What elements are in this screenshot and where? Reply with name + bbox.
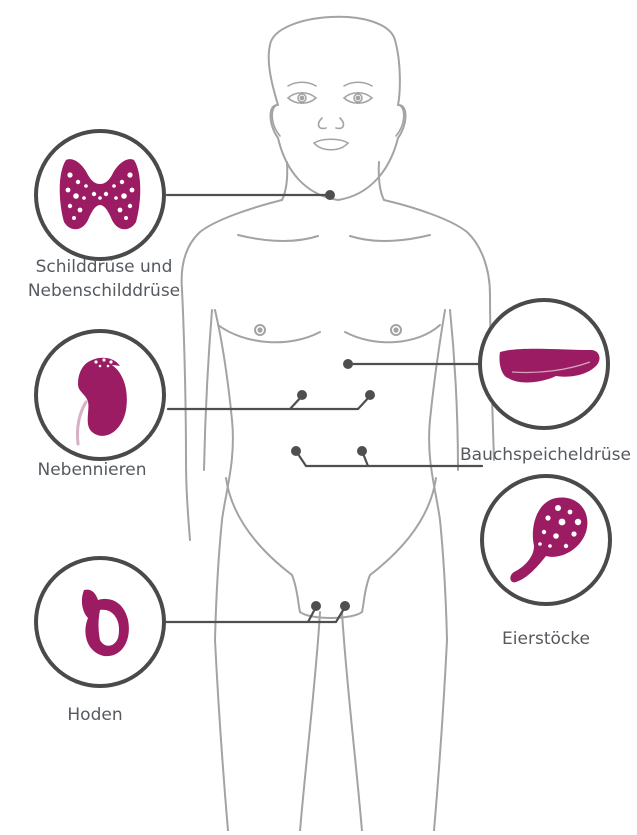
right-outer-leg <box>434 640 447 831</box>
crotch <box>300 612 362 618</box>
ovary-right-dot <box>357 446 367 456</box>
left-clavicle <box>238 235 318 241</box>
right-inner-leg <box>342 612 362 831</box>
left-hip <box>226 478 300 612</box>
left-outer-leg <box>215 640 228 831</box>
face <box>272 82 404 150</box>
left-pupil <box>300 96 303 99</box>
right-pupil <box>356 96 359 99</box>
right-eyebrow <box>344 82 372 86</box>
ovary-left-dot <box>291 446 301 456</box>
thyroid-dot <box>325 190 335 200</box>
left-torso <box>215 310 233 640</box>
mouth-upper <box>314 139 348 143</box>
adrenal-callout <box>36 331 164 459</box>
left-shoulder-arm <box>182 200 282 540</box>
adrenal-left-dot <box>297 390 307 400</box>
left-inner-leg <box>300 612 320 831</box>
pancreas-dot <box>343 359 353 369</box>
testis-left-dot <box>311 601 321 611</box>
testes-callout <box>36 558 164 686</box>
left-inner-arm <box>204 310 212 470</box>
adrenal-pointer-line <box>168 396 370 409</box>
right-nipple-inner <box>394 328 397 331</box>
mouth-lower <box>314 143 348 150</box>
ovaries-label: Eierstöcke <box>495 627 597 651</box>
thyroid-label-line1: Schilddrüse und <box>14 255 194 279</box>
pointer-dots <box>291 190 375 611</box>
thyroid-callout <box>36 131 164 259</box>
testes-label: Hoden <box>55 703 135 727</box>
thyroid-label: Schilddrüse und Nebenschilddrüse <box>14 255 194 303</box>
adrenal-label: Nebennieren <box>30 458 154 482</box>
thyroid-label-line2: Nebenschilddrüse <box>14 279 194 303</box>
right-clavicle <box>350 235 430 241</box>
right-hip <box>362 478 436 612</box>
nose <box>319 118 344 128</box>
left-nipple-inner <box>258 328 261 331</box>
left-chest <box>218 325 320 342</box>
pancreas-callout <box>480 300 608 428</box>
head-outline <box>269 17 406 200</box>
right-torso <box>429 310 447 640</box>
neck-right <box>379 162 384 200</box>
left-eyebrow <box>288 82 316 86</box>
adrenal-right-dot <box>365 390 375 400</box>
ovaries-callout <box>482 476 610 604</box>
pancreas-label: Bauchspeicheldrüse <box>454 443 637 467</box>
testis-right-dot <box>340 601 350 611</box>
pointers <box>164 195 482 622</box>
